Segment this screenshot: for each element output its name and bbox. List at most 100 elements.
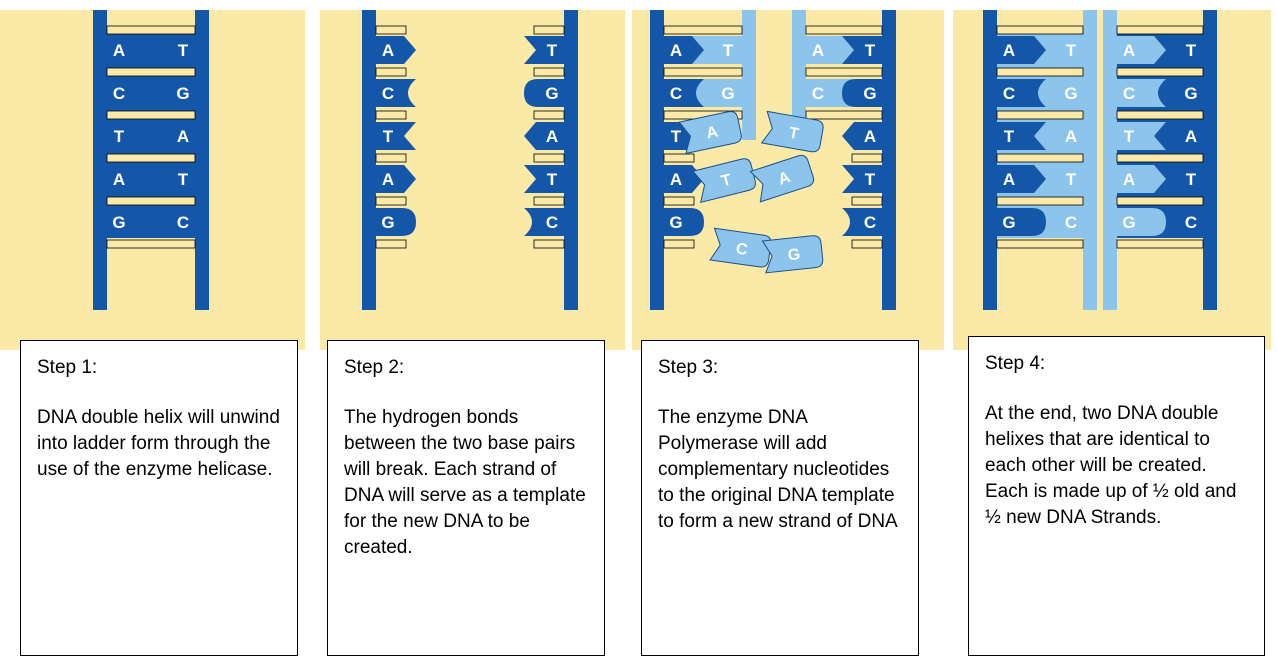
base-letter: T	[547, 170, 558, 189]
left-rung	[376, 26, 406, 34]
right-rung	[852, 154, 882, 162]
base-letter: T	[114, 127, 125, 146]
base-letter: T	[865, 41, 876, 60]
left-rung	[376, 197, 406, 205]
base-letter: T	[178, 170, 189, 189]
base-letter: C	[177, 213, 189, 232]
right-rung	[534, 154, 564, 162]
rung	[107, 26, 195, 34]
step-3-textbox: Step 3: The enzyme DNA Polymerase will a…	[641, 340, 919, 656]
base-letter: A	[670, 170, 682, 189]
left-new-backbone	[742, 10, 756, 140]
base-letter: A	[812, 41, 824, 60]
step-3-title: Step 3:	[658, 355, 902, 381]
base-letter: T	[1186, 41, 1197, 60]
right-rung	[534, 111, 564, 119]
base-letter: G	[381, 213, 394, 232]
right-old-backbone	[882, 10, 896, 310]
rung	[107, 68, 195, 76]
base-letter: A	[1123, 41, 1135, 60]
right-rung	[534, 240, 564, 248]
base-letter: G	[669, 213, 682, 232]
base-letter: C	[1003, 84, 1015, 103]
right-backbone	[1083, 10, 1097, 310]
left-backbone	[362, 10, 376, 310]
free-nucleotide-letter: G	[787, 246, 801, 264]
base-letter: T	[383, 127, 394, 146]
rung	[997, 111, 1083, 119]
left-rung	[664, 26, 742, 34]
base-letter: A	[546, 127, 558, 146]
rung	[997, 240, 1083, 248]
step-4-title: Step 4:	[985, 351, 1248, 377]
base-letter: G	[863, 84, 876, 103]
left-backbone	[93, 10, 107, 310]
base-letter: C	[1185, 213, 1197, 232]
base-letter: A	[382, 170, 394, 189]
step-2-title: Step 2:	[344, 355, 588, 381]
step-3-description: The enzyme DNA Polymerase will add compl…	[658, 405, 902, 535]
left-old-backbone	[650, 10, 664, 310]
base-letter: G	[112, 213, 125, 232]
base-letter: G	[1002, 213, 1015, 232]
base-letter: T	[865, 170, 876, 189]
left-rung	[664, 68, 742, 76]
base-letter: A	[1123, 170, 1135, 189]
base-letter: T	[1124, 127, 1135, 146]
base-letter: T	[547, 41, 558, 60]
step-2-panel: ATCGTAATGC Step 2: The hydrogen bonds be…	[320, 10, 625, 656]
rung	[1117, 197, 1203, 205]
right-rung	[534, 68, 564, 76]
base-letter: C	[864, 213, 876, 232]
step-1-textbox: Step 1: DNA double helix will unwind int…	[20, 340, 298, 656]
right-backbone	[564, 10, 578, 310]
right-rung	[534, 197, 564, 205]
rung	[107, 240, 195, 248]
base-letter: G	[176, 84, 189, 103]
base-letter: T	[1066, 170, 1077, 189]
left-rung	[664, 240, 694, 248]
base-letter: A	[113, 41, 125, 60]
base-letter: C	[670, 84, 682, 103]
base-letter: A	[177, 127, 189, 146]
rung	[997, 197, 1083, 205]
base-letter: A	[1003, 170, 1015, 189]
right-rung	[806, 26, 882, 34]
base-letter: A	[1003, 41, 1015, 60]
base-letter: C	[113, 84, 125, 103]
base-letter: C	[382, 84, 394, 103]
base-letter: A	[864, 127, 876, 146]
step-4-textbox: Step 4: At the end, two DNA double helix…	[968, 336, 1265, 656]
base-letter: A	[113, 170, 125, 189]
base-letter: G	[1064, 84, 1077, 103]
left-rung	[664, 154, 694, 162]
rung	[1117, 68, 1203, 76]
base-letter: G	[545, 84, 558, 103]
rung	[107, 197, 195, 205]
step-3-panel: ATATCGCGTAATGCATTACG Step 3: The enzyme …	[632, 10, 944, 656]
step-1-title: Step 1:	[37, 355, 281, 381]
base-letter: C	[546, 213, 558, 232]
rung	[997, 26, 1083, 34]
free-nucleotide: G	[762, 235, 823, 273]
left-rung	[664, 197, 694, 205]
left-backbone	[1103, 10, 1117, 310]
step-1-description: DNA double helix will unwind into ladder…	[37, 405, 281, 483]
step-2-description: The hydrogen bonds between the two base …	[344, 405, 588, 561]
base-letter: T	[723, 41, 734, 60]
rung	[997, 154, 1083, 162]
left-rung	[376, 240, 406, 248]
base-letter: C	[812, 84, 824, 103]
rung	[1117, 154, 1203, 162]
base-letter: G	[721, 84, 734, 103]
base-letter: A	[1065, 127, 1077, 146]
right-backbone	[195, 10, 209, 310]
rung	[107, 154, 195, 162]
rung	[1117, 240, 1203, 248]
base-letter: T	[1186, 170, 1197, 189]
step-2-textbox: Step 2: The hydrogen bonds between the t…	[327, 340, 605, 656]
left-rung	[376, 68, 406, 76]
base-letter: C	[1123, 84, 1135, 103]
